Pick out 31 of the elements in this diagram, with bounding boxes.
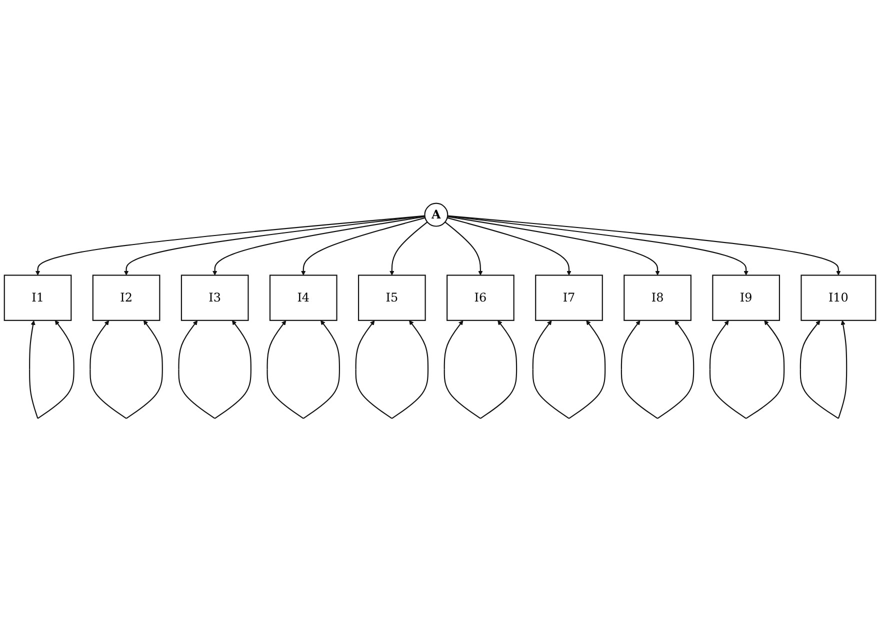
arrow [178,320,252,419]
node-box: I4 [269,274,338,322]
arrow [29,320,74,419]
arrow [90,320,163,419]
node-box: I2 [92,274,160,322]
node-box: I3 [180,274,249,322]
arrow [266,320,340,419]
arrow [444,222,483,276]
arrow [212,216,425,276]
arrow [448,215,841,276]
arrow [124,216,425,276]
node-box: I1 [4,274,72,322]
node-box: I10 [800,274,876,322]
arrow [300,217,426,276]
node-circle: A [424,202,448,227]
node-box: I6 [446,274,514,322]
arrow [35,215,425,276]
arrow [447,217,572,276]
node-box: I5 [358,274,426,322]
node-box: I9 [712,274,780,322]
arrow [447,216,660,276]
arrow [390,222,428,276]
arrow [444,320,518,419]
arrow [448,216,748,276]
arrow [532,320,606,419]
arrow [709,320,785,419]
node-box: I7 [535,274,603,322]
arrow [800,320,848,419]
arrow [355,320,429,419]
arrow [620,320,694,419]
node-box: I8 [624,274,692,322]
